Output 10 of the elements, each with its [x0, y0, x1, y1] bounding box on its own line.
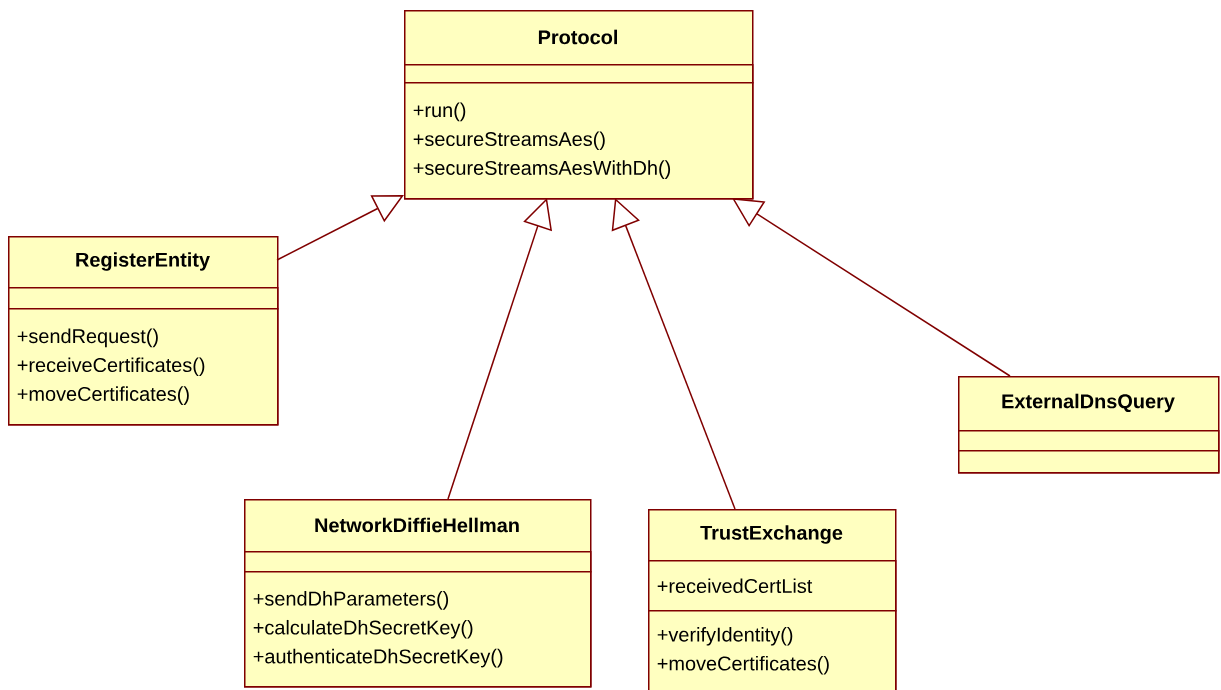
inheritance-arrow [732, 198, 1011, 377]
inheritance-arrow [611, 198, 736, 510]
empty-compartment [404, 64, 754, 84]
compartment: +verifyIdentity() +moveCertificates() [648, 610, 897, 690]
empty-compartment [244, 551, 592, 573]
empty-compartment [958, 430, 1220, 452]
compartment: +receivedCertList [648, 560, 897, 612]
empty-compartment [958, 450, 1220, 474]
empty-compartment [8, 287, 279, 310]
inheritance-arrow [276, 195, 404, 261]
